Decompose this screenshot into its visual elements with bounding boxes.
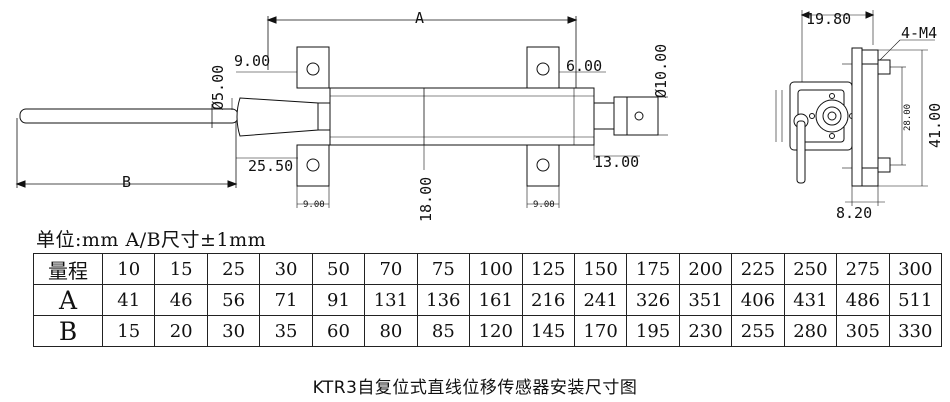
end-view-dimensions: 19.80 4-M4 41.00 28.00 8.20 (806, 10, 944, 222)
figure-caption: KTR3自复位式直线位移传感器安装尺寸图 (312, 378, 638, 398)
table-cell: 35 (259, 315, 313, 347)
dim-6: 6.00 (566, 57, 602, 75)
table-row-a: A 41 46 56 71 91 131 136 161 216 241 326… (33, 284, 943, 316)
dim-41: 41.00 (926, 103, 944, 148)
table-cell: 15 (154, 253, 208, 285)
end-view (775, 10, 935, 206)
dim-9-small-left: 9.00 (303, 200, 325, 210)
table-cell: 406 (731, 284, 785, 316)
table-cell: 145 (521, 315, 575, 347)
dim-13: 13.00 (594, 153, 639, 171)
table-cell: 150 (573, 253, 628, 285)
table-cell: 30 (206, 315, 261, 347)
table-row-b: B 15 20 30 35 60 80 85 120 145 170 195 2… (33, 315, 943, 347)
table-cell: 30 (259, 253, 313, 285)
dim-a: A (415, 9, 424, 27)
row-label-b: B (33, 315, 103, 347)
table-cell: 351 (678, 284, 733, 316)
dim-9-left: 9.00 (234, 52, 270, 70)
table-cell: 195 (626, 315, 680, 347)
table-cell: 275 (836, 253, 890, 285)
table-cell: 486 (836, 284, 890, 316)
dim-18: 18.00 (417, 177, 435, 222)
table-cell: 170 (573, 315, 628, 347)
table-cell: 71 (259, 284, 313, 316)
table-cell: 305 (836, 315, 890, 347)
table-cell: 175 (626, 253, 680, 285)
dim-b: B (122, 173, 131, 191)
table-cell: 225 (731, 253, 785, 285)
dim-d10: Ø10.00 (652, 44, 670, 98)
table-row-range: 量程 10 15 25 30 50 70 75 100 125 150 175 … (33, 253, 943, 285)
dim-25-5: 25.50 (248, 157, 293, 175)
table-cell: 200 (678, 253, 733, 285)
table-cell: 50 (311, 253, 366, 285)
table-cell: 230 (678, 315, 733, 347)
row-label-range: 量程 (33, 253, 103, 285)
table-cell: 131 (364, 284, 418, 316)
table-cell: 20 (154, 315, 208, 347)
dim-4-m4: 4-M4 (901, 24, 937, 42)
unit-note: 单位:mm A/B尺寸±1mm (36, 229, 267, 251)
table-cell: 75 (416, 253, 471, 285)
dimension-drawing: A B 9.00 Ø5.00 25.50 9.00 18.00 9.00 6.0… (15, 9, 944, 222)
table-cell: 511 (888, 284, 943, 316)
dim-19-8: 19.80 (806, 10, 851, 28)
table-cell: 60 (311, 315, 366, 347)
dimension-table: 量程 10 15 25 30 50 70 75 100 125 150 175 … (33, 253, 943, 347)
dim-9-small-right: 9.00 (533, 200, 555, 210)
table-cell: 431 (783, 284, 838, 316)
table-cell: 120 (469, 315, 523, 347)
table-cell: 136 (416, 284, 471, 316)
table-cell: 56 (206, 284, 261, 316)
table-cell: 250 (783, 253, 838, 285)
table-cell: 46 (154, 284, 208, 316)
table-cell: 241 (573, 284, 628, 316)
table-cell: 25 (206, 253, 261, 285)
dim-8-2: 8.20 (836, 204, 872, 222)
table-cell: 280 (783, 315, 838, 347)
table-cell: 15 (101, 315, 156, 347)
table-cell: 255 (731, 315, 785, 347)
table-cell: 10 (101, 253, 156, 285)
table-cell: 91 (311, 284, 366, 316)
table-cell: 330 (888, 315, 943, 347)
side-view (15, 16, 668, 208)
row-label-a: A (33, 284, 103, 316)
table-cell: 326 (626, 284, 680, 316)
table-cell: 216 (521, 284, 575, 316)
dim-28: 28.00 (903, 104, 913, 131)
table-cell: 85 (416, 315, 471, 347)
table-cell: 161 (469, 284, 523, 316)
dim-d5: Ø5.00 (209, 65, 227, 110)
table-cell: 125 (521, 253, 575, 285)
table-cell: 70 (364, 253, 418, 285)
side-view-dimensions: A B 9.00 Ø5.00 25.50 9.00 18.00 9.00 6.0… (122, 9, 670, 222)
table-cell: 41 (101, 284, 156, 316)
table-cell: 300 (888, 253, 943, 285)
table-cell: 100 (469, 253, 523, 285)
table-cell: 80 (364, 315, 418, 347)
